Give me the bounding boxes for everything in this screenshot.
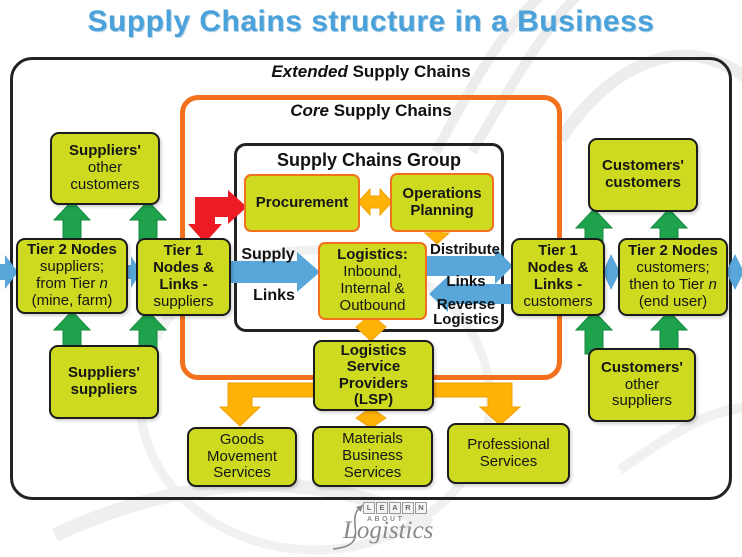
- box-goods-movement-services: Goods Movement Services: [187, 427, 297, 487]
- logo-learn-letter-tile: E: [376, 502, 388, 514]
- box-tier2-suppliers: Tier 2 Nodes suppliers; from Tier n (min…: [16, 238, 128, 314]
- logo-brand-text: Logistics: [343, 517, 434, 544]
- logo-learn-letter-tile: L: [363, 502, 375, 514]
- supply-links-arrow-label: Links: [253, 287, 295, 304]
- distribute-links-arrow-label: Links: [446, 273, 486, 290]
- box-professional-services: Professional Services: [447, 423, 570, 484]
- reverse-logistics-arrow-label: Reverse Logistics: [433, 296, 499, 328]
- box-customers-customers: Customers' customers: [588, 138, 698, 212]
- box-suppliers-suppliers: Suppliers' suppliers: [49, 345, 159, 419]
- logo-learn-letter-tile: R: [402, 502, 414, 514]
- box-procurement: Procurement: [244, 174, 360, 232]
- group-frame-label: Supply Chains Group: [276, 150, 461, 170]
- core-frame-label: Core Supply Chains: [290, 101, 452, 120]
- extended-frame-label: Extended Supply Chains: [271, 62, 471, 81]
- logo-learn-letter-tile: A: [389, 502, 401, 514]
- distribute-arrow-label: Distribute: [429, 241, 500, 258]
- box-operations-planning: Operations Planning: [390, 173, 494, 232]
- box-customers-other-suppliers: Customers' other suppliers: [588, 348, 696, 422]
- box-logistics: Logistics: Inbound, Internal & Outbound: [318, 242, 427, 320]
- logo-learn-letter-tile: N: [415, 502, 427, 514]
- box-tier1-suppliers: Tier 1 Nodes & Links - suppliers: [136, 238, 231, 316]
- box-tier1-customers: Tier 1 Nodes & Links - customers: [511, 238, 605, 316]
- box-logistics-service-providers: Logistics Service Providers (LSP): [313, 340, 434, 411]
- box-tier2-customers: Tier 2 Nodes customers; then to Tier n (…: [618, 238, 728, 316]
- supply-arrow-label: Supply: [241, 246, 295, 263]
- box-materials-business-services: Materials Business Services: [312, 426, 433, 487]
- box-suppliers-other-customers: Suppliers' other customers: [50, 132, 160, 205]
- page-title: Supply Chains structure in a Business: [87, 5, 655, 38]
